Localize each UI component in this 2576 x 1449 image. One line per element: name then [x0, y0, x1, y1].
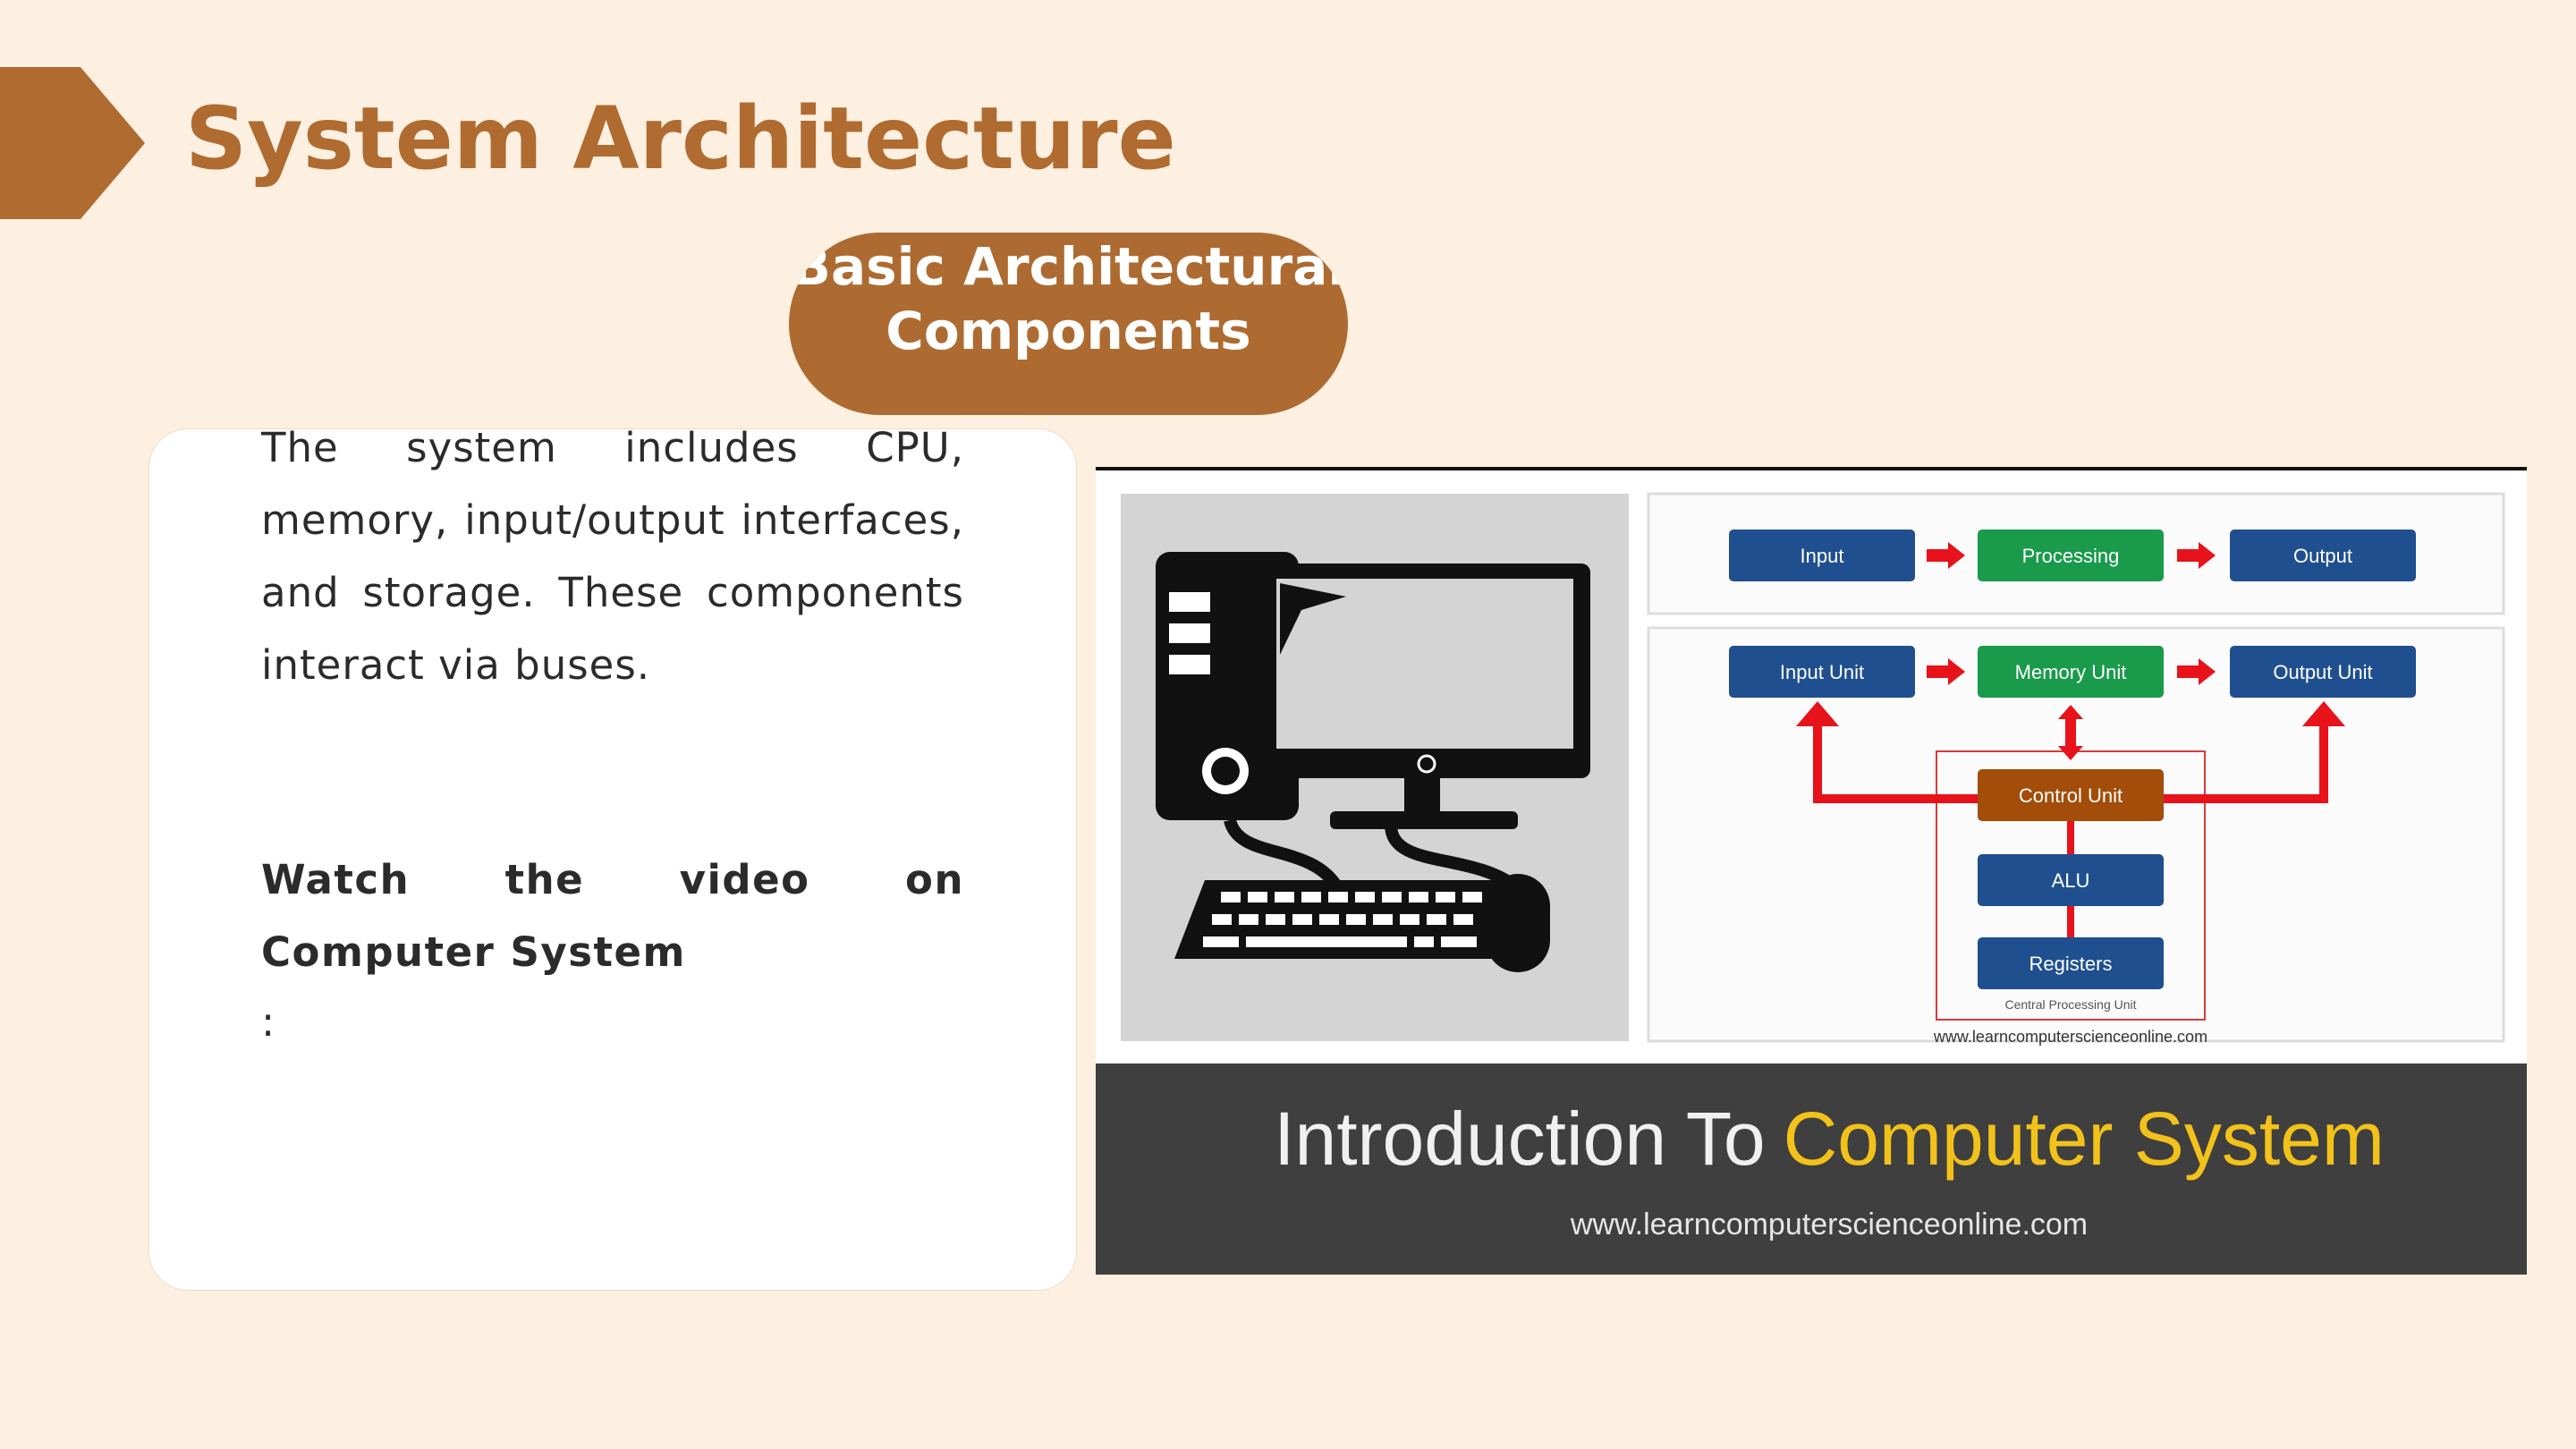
architecture-diagram: Input Unit Memory Unit Output Unit Contr… [1647, 626, 2505, 1046]
diagram-url: www.learncomputerscienceonline.com [1933, 1028, 2207, 1046]
io-flow-diagram: Input Processing Output [1647, 492, 2505, 615]
video-url: www.learncomputerscienceonline.com [1570, 1208, 2088, 1241]
cpu-caption: Central Processing Unit [2004, 997, 2136, 1012]
video-call-to-action: Watch the video on Computer System [261, 856, 964, 976]
flow-processing-label: Processing [2022, 545, 2120, 567]
cta-colon: : [261, 998, 275, 1046]
body-text: The system includes CPU, memory, input/o… [261, 424, 964, 689]
alu-label: ALU [2052, 869, 2090, 892]
flow-output-label: Output [2293, 545, 2352, 567]
video-thumbnail[interactable]: Input Processing Output Input Unit Memor… [1096, 467, 2527, 1275]
content-card [148, 428, 1077, 1291]
title-chevron-icon [0, 67, 145, 219]
input-unit-label: Input Unit [1780, 661, 1864, 683]
control-unit-label: Control Unit [2019, 784, 2123, 807]
flow-input-label: Input [1801, 545, 1844, 567]
video-thumbnail-graphic: Input Processing Output Input Unit Memor… [1096, 467, 2527, 1275]
section-label-pill: Basic Architectural Components [789, 233, 1348, 415]
output-unit-label: Output Unit [2273, 661, 2372, 683]
computer-icon [1121, 494, 1629, 1041]
memory-unit-label: Memory Unit [2015, 661, 2127, 683]
section-label: Basic Architectural Components [791, 236, 1346, 361]
registers-label: Registers [2029, 953, 2113, 975]
page-title: System Architecture [185, 89, 1176, 189]
